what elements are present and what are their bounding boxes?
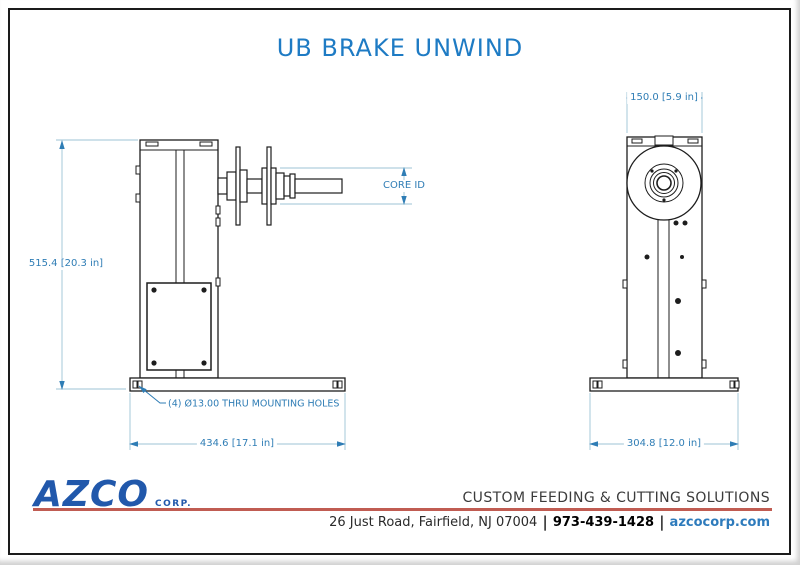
logo-corp-suffix: CORP. <box>155 499 193 509</box>
side-view <box>589 135 740 392</box>
side-base-holes <box>592 380 740 389</box>
shaft-assembly <box>217 146 343 226</box>
side-base-plate <box>589 377 739 392</box>
side-top-width-label: 150.0 [5.9 in] <box>627 92 701 104</box>
height-dimension-label: 515.4 [20.3 in] <box>25 258 107 270</box>
company-website-link[interactable]: azcocorp.com <box>669 515 770 530</box>
front-view <box>129 139 346 392</box>
front-base-width-label: 434.6 [17.1 in] <box>196 438 278 450</box>
leader-line <box>138 385 167 404</box>
front-base-holes <box>132 380 343 389</box>
contact-line: 26 Just Road, Fairfield, NJ 07004 | 973-43… <box>329 513 770 531</box>
separator-pipe: | <box>542 513 548 531</box>
column-screws <box>644 220 688 356</box>
company-phone: 973-439-1428 <box>552 515 655 530</box>
hub-detail-dots <box>650 169 678 202</box>
front-base-plate <box>129 377 346 392</box>
panel-screws <box>151 287 207 366</box>
core-shaft <box>294 178 343 194</box>
mounting-holes-note: (4) Ø13.00 THRU MOUNTING HOLES <box>166 398 342 410</box>
footer-divider-rule <box>33 508 772 511</box>
separator-pipe: | <box>659 513 665 531</box>
company-tagline: CUSTOM FEEDING & CUTTING SOLUTIONS <box>462 490 770 506</box>
drawing-title: UB BRAKE UNWIND <box>276 34 524 62</box>
access-panel <box>146 282 212 371</box>
core-id-label: CORE ID <box>380 180 428 192</box>
technical-drawing <box>56 92 740 450</box>
company-address: 26 Just Road, Fairfield, NJ 07004 <box>329 515 538 530</box>
side-base-width-label: 304.8 [12.0 in] <box>623 438 705 450</box>
